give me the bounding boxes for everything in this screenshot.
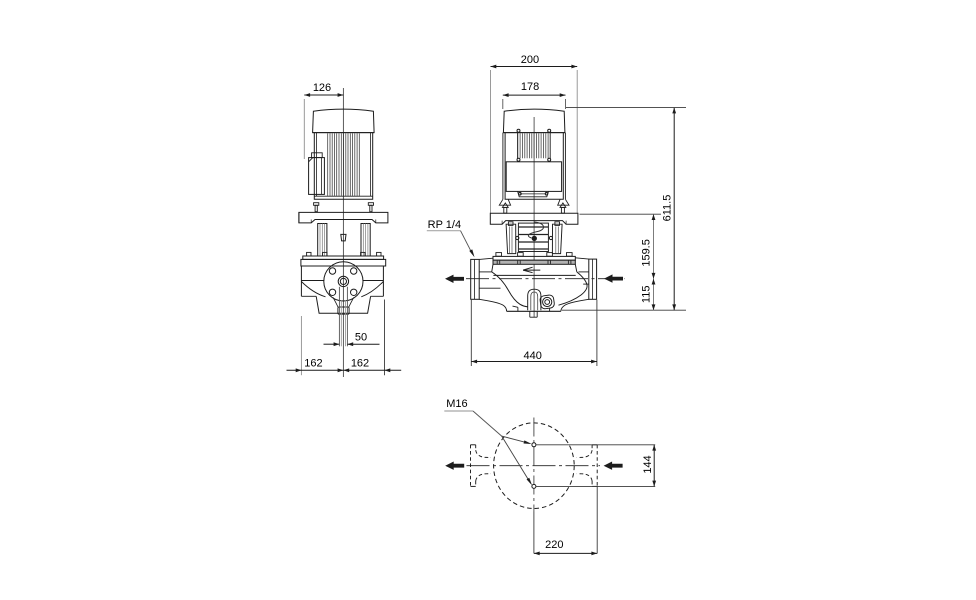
svg-text:611.5: 611.5 bbox=[662, 195, 674, 222]
svg-text:440: 440 bbox=[524, 350, 542, 362]
svg-text:200: 200 bbox=[521, 54, 539, 66]
svg-text:M16: M16 bbox=[446, 398, 467, 410]
svg-text:162: 162 bbox=[351, 358, 369, 370]
svg-text:159.5: 159.5 bbox=[640, 239, 652, 267]
svg-text:50: 50 bbox=[355, 332, 367, 344]
svg-text:144: 144 bbox=[642, 455, 654, 473]
svg-text:RP 1/4: RP 1/4 bbox=[428, 219, 461, 231]
svg-text:126: 126 bbox=[313, 82, 331, 94]
svg-text:115: 115 bbox=[640, 286, 652, 304]
svg-text:162: 162 bbox=[304, 358, 322, 370]
svg-text:178: 178 bbox=[521, 81, 539, 93]
svg-text:220: 220 bbox=[545, 539, 563, 551]
